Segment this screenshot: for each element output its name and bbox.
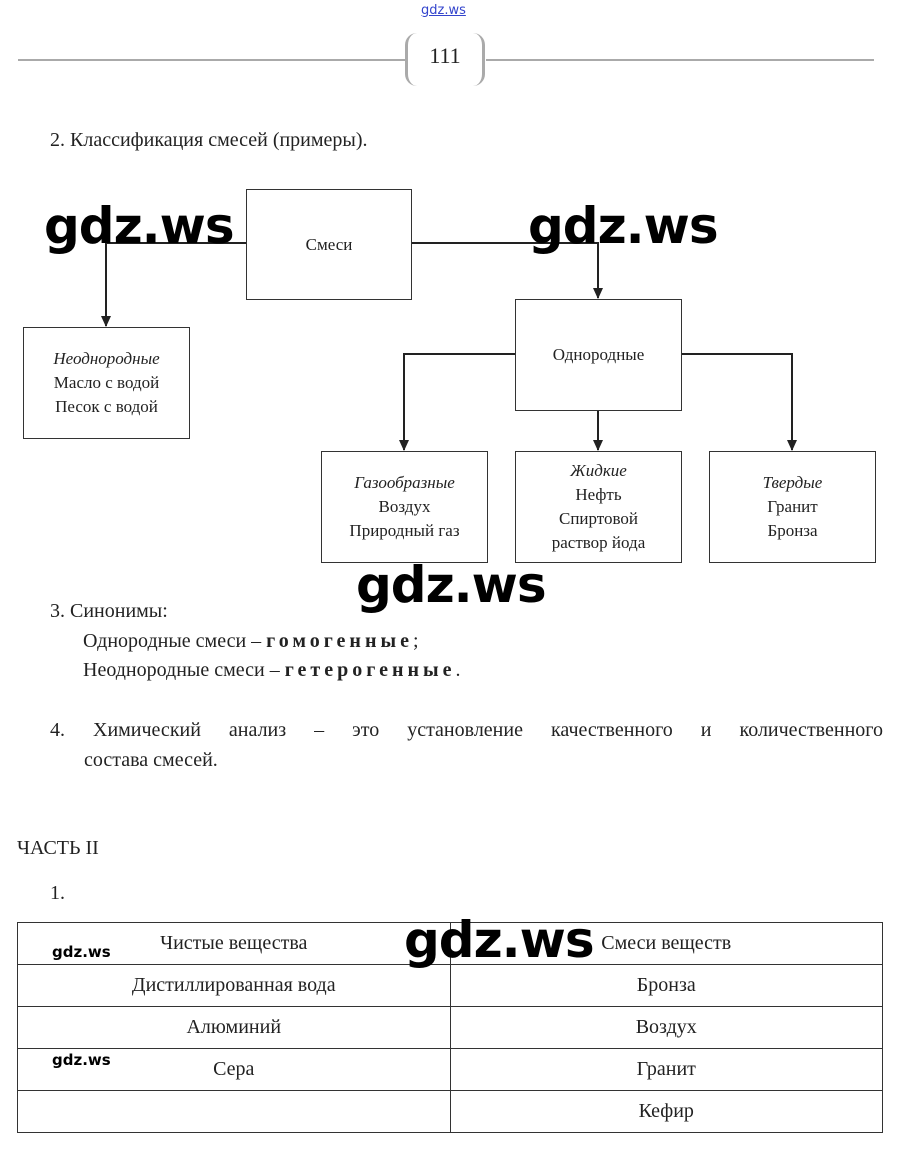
site-link[interactable]: gdz.ws	[421, 3, 466, 18]
watermark-small: gdz.ws	[52, 1051, 111, 1069]
cell: Алюминий	[17, 1006, 451, 1049]
heterogeneous-title: Неоднородные	[53, 349, 160, 368]
solid-title: Твердые	[762, 473, 823, 492]
part-2-title: ЧАСТЬ II	[17, 837, 99, 859]
liquid-item: раствор йода	[551, 533, 646, 552]
cell: Сера	[17, 1048, 451, 1091]
watermark: gdz.ws	[44, 197, 235, 255]
box-solid: Твердые Гранит Бронза	[709, 451, 876, 563]
punctuation: ;	[412, 630, 419, 652]
watermark-small: gdz.ws	[52, 943, 111, 961]
cell: Бронза	[449, 964, 883, 1007]
synonym-line-1: Однородные смеси – гомогенные;	[83, 630, 419, 653]
liquid-title: Жидкие	[570, 461, 627, 480]
box-homogeneous: Однородные	[515, 299, 682, 411]
box-liquid: Жидкие Нефть Спиртовой раствор йода	[515, 451, 682, 563]
gaseous-item: Воздух	[378, 497, 431, 516]
synonym-answer: гомогенные	[266, 630, 413, 652]
cell: Дистиллированная вода	[17, 964, 451, 1007]
arrow-to-heterogeneous	[105, 242, 246, 326]
arrow-to-gaseous	[403, 353, 515, 450]
cell	[17, 1090, 451, 1133]
header-pure: Чистые вещества	[17, 922, 451, 965]
solid-item: Гранит	[767, 497, 818, 516]
synonym-answer: гетерогенные	[284, 659, 456, 681]
arrow-to-solid	[681, 353, 793, 450]
page-number: 111	[405, 33, 485, 86]
section-4-line-1: 4. Химический анализ – это установление …	[50, 719, 883, 741]
header-rule-left	[18, 59, 405, 61]
synonym-term: Однородные смеси –	[83, 630, 262, 652]
arrow-to-homogeneous	[411, 242, 599, 298]
gaseous-title: Газообразные	[354, 473, 455, 492]
watermark: gdz.ws	[404, 911, 595, 969]
box-mixtures-label: Смеси	[305, 234, 353, 254]
synonym-term: Неоднородные смеси –	[83, 659, 280, 681]
synonym-line-2: Неоднородные смеси – гетерогенные.	[83, 659, 461, 682]
section-4-line-2: состава смесей.	[84, 749, 218, 771]
heterogeneous-item: Масло с водой	[53, 373, 160, 392]
section-3-title: 3. Синонимы:	[50, 600, 168, 622]
punctuation: .	[455, 659, 461, 681]
box-mixtures: Смеси	[246, 189, 412, 300]
header-rule-right	[486, 59, 874, 61]
cell: Гранит	[449, 1048, 883, 1091]
section-2-title: 2. Классификация смесей (примеры).	[50, 129, 368, 151]
homogeneous-label: Однородные	[552, 345, 645, 364]
liquid-item: Спиртовой	[558, 509, 639, 528]
box-gaseous: Газообразные Воздух Природный газ	[321, 451, 488, 563]
solid-item: Бронза	[767, 521, 818, 540]
cell: Кефир	[449, 1090, 883, 1133]
task-number: 1.	[50, 882, 65, 904]
watermark: gdz.ws	[356, 556, 547, 614]
liquid-item: Нефть	[575, 485, 622, 504]
watermark: gdz.ws	[528, 197, 719, 255]
cell: Воздух	[449, 1006, 883, 1049]
diagram-connectors	[101, 242, 797, 451]
heterogeneous-item: Песок с водой	[55, 397, 158, 416]
table-row: Кефир	[17, 1090, 883, 1133]
gaseous-item: Природный газ	[349, 521, 460, 540]
box-heterogeneous: Неоднородные Масло с водой Песок с водой	[23, 327, 190, 439]
